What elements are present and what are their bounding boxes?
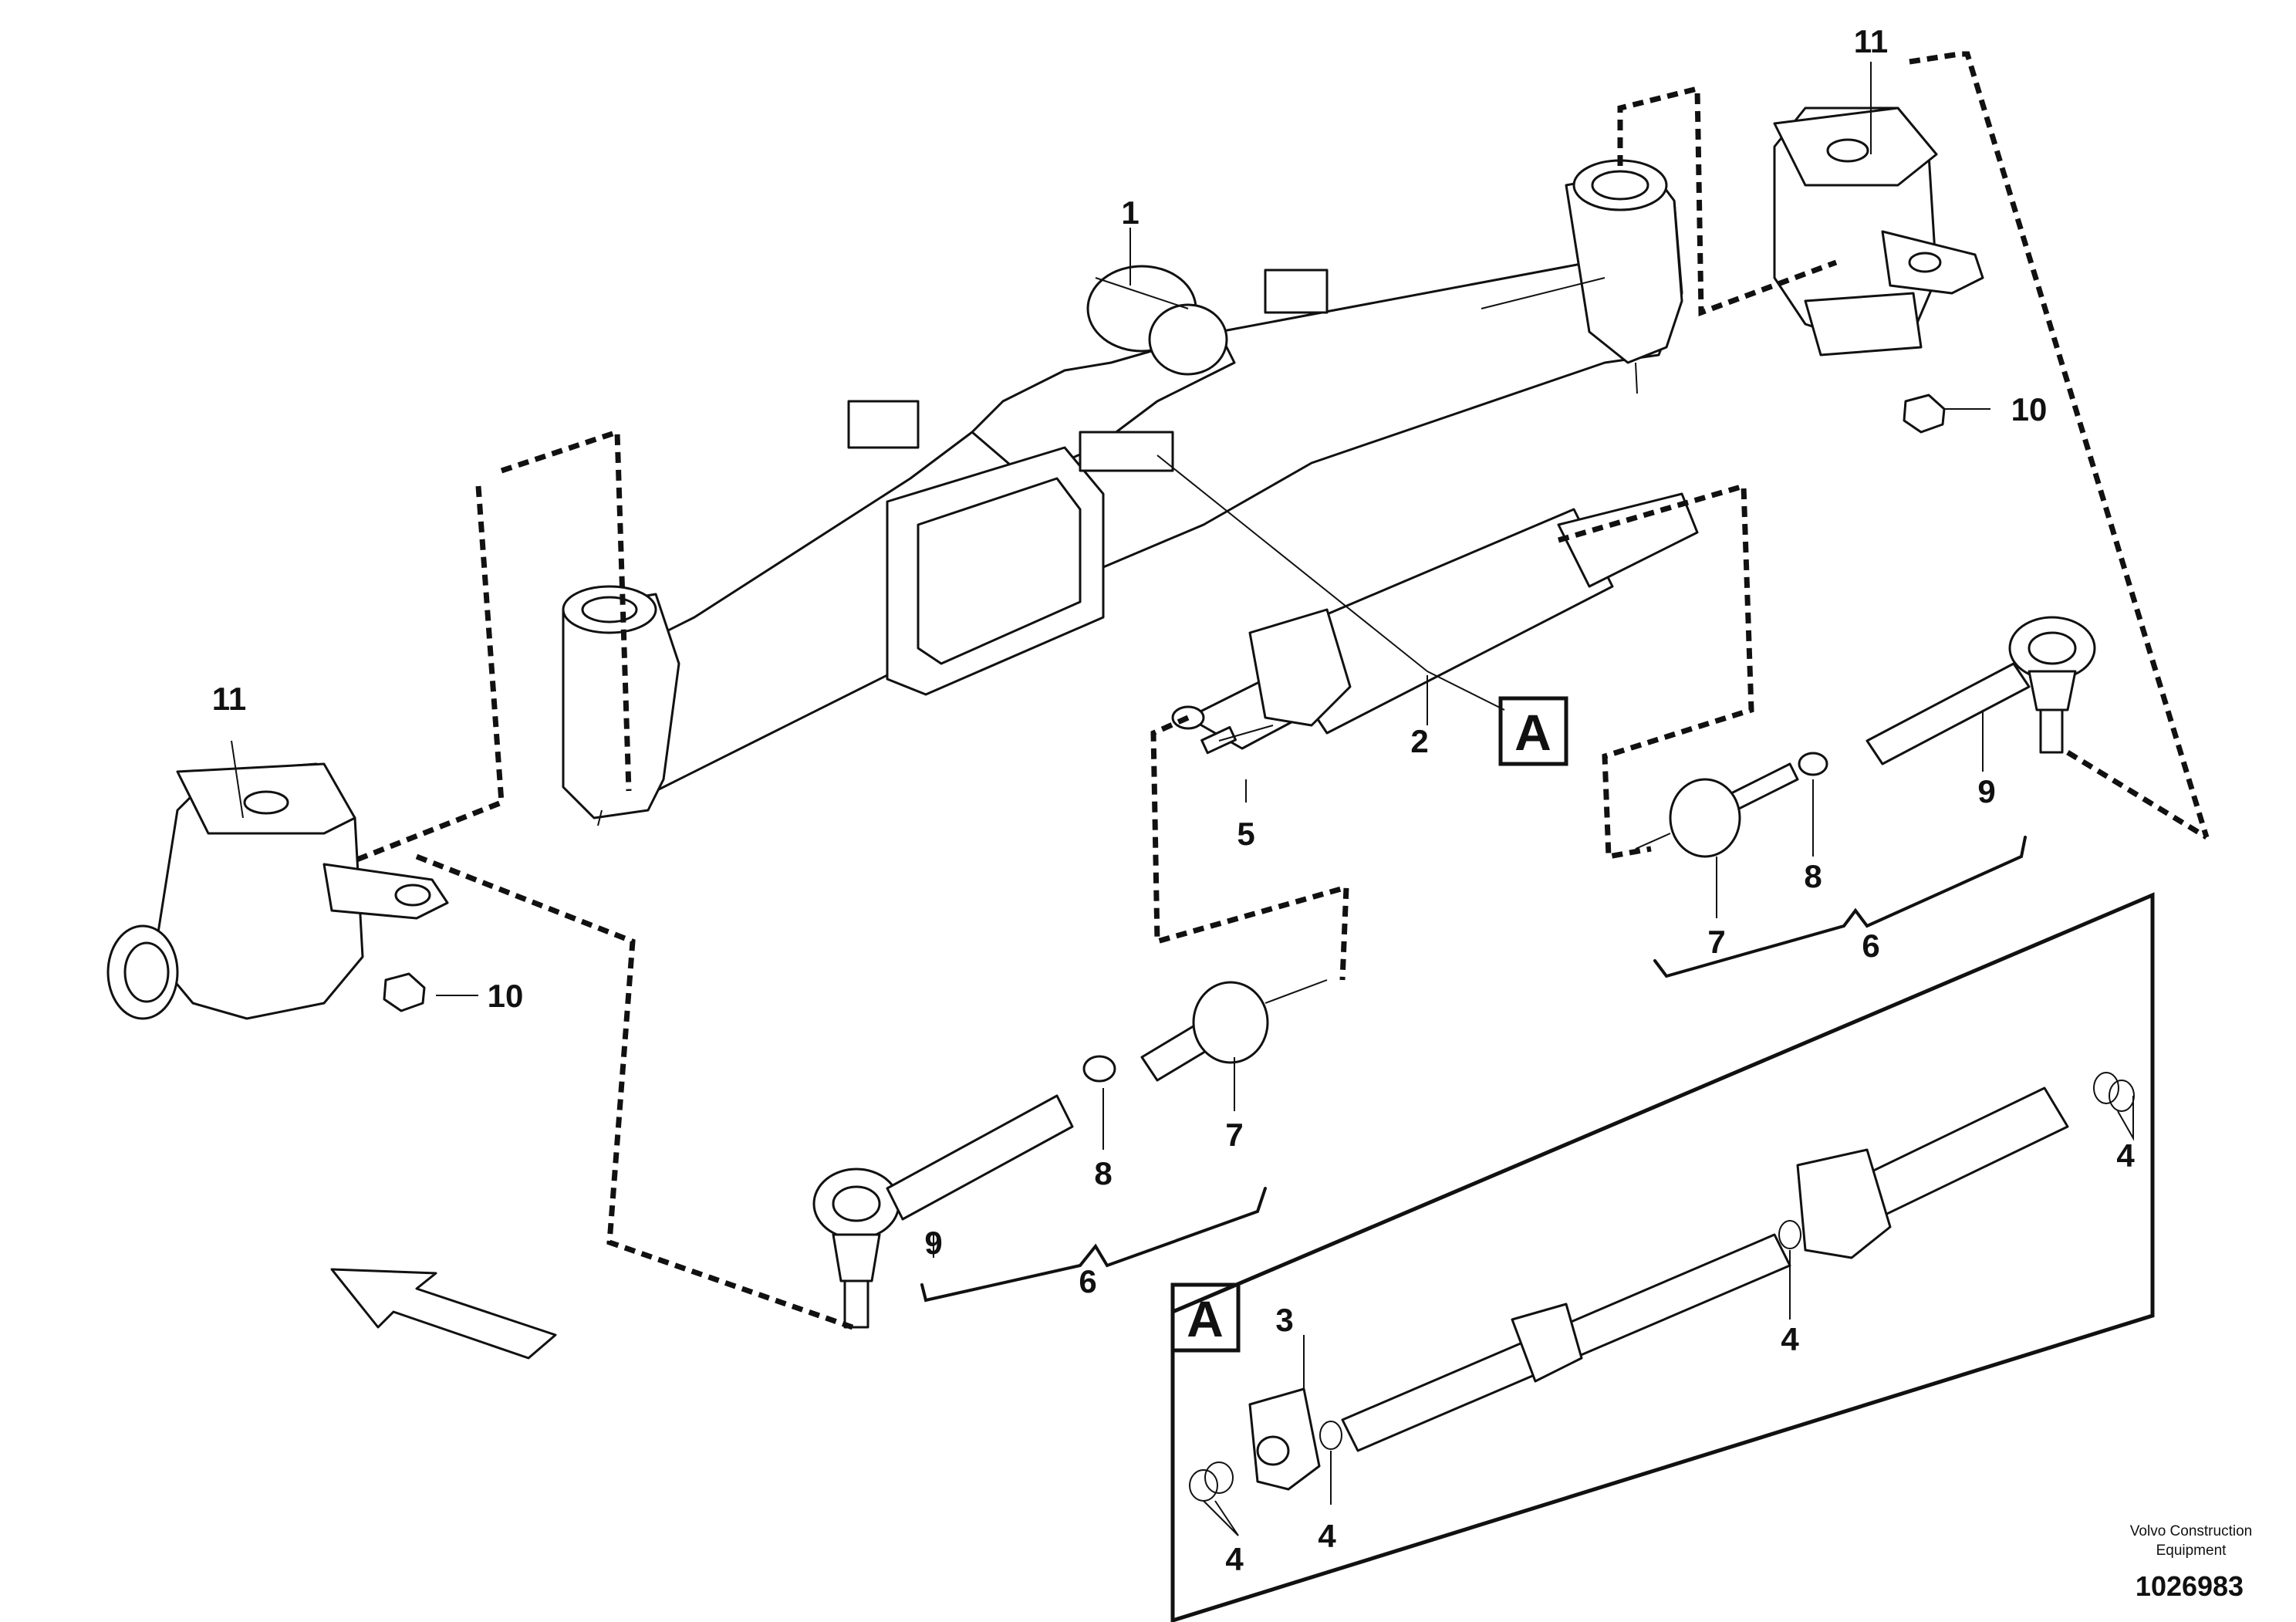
tie-rod-assembly-left	[812, 979, 1328, 1329]
callout-6-left: 6	[1079, 1263, 1096, 1299]
brace-right	[1653, 836, 2027, 978]
callout-9-right: 9	[1977, 773, 1995, 809]
leader-lines	[231, 62, 2134, 1536]
callout-2: 2	[1410, 723, 1428, 759]
detail-a-frame	[1170, 892, 2155, 1622]
detail-a-box-inset	[1170, 1282, 1241, 1353]
callout-10-left: 10	[488, 978, 524, 1014]
nut-right	[1903, 394, 1946, 434]
callout-8-right: 8	[1804, 858, 1822, 894]
brace-left	[920, 1187, 1267, 1303]
callout-4-mid: 4	[1781, 1321, 1799, 1357]
callout-11-right: 11	[1854, 23, 1888, 59]
steering-knuckle-left	[106, 762, 449, 1020]
callout-7-right: 7	[1707, 924, 1725, 960]
steering-knuckle-right	[1773, 106, 1984, 357]
detail-a-label: A	[1187, 1290, 1224, 1347]
callout-5: 5	[1237, 816, 1254, 852]
direction-arrow	[330, 1268, 557, 1360]
callout-7-left: 7	[1225, 1117, 1243, 1153]
document-number: 1026983	[2136, 1570, 2244, 1602]
detail-a-ref-label: A	[1514, 704, 1551, 761]
credit-line-1: Volvo Construction	[2130, 1523, 2252, 1539]
callout-11-left: 11	[212, 681, 246, 717]
credit-line-2: Equipment	[2156, 1543, 2227, 1559]
callout-1: 1	[1121, 194, 1139, 231]
callout-8-left: 8	[1094, 1155, 1112, 1191]
tie-rod-assembly-right	[1635, 616, 2096, 858]
callouts: 1 2 3 4 4 4 4 4 5 6 6 7 7 8 8 9 9 10 10 …	[212, 23, 2136, 1577]
steering-cylinder	[1171, 492, 1699, 755]
detail-a-cylinder	[1189, 1072, 2135, 1502]
detail-a-box-ref	[1498, 696, 1568, 766]
dashed-guide-lines	[353, 51, 2210, 1330]
callout-9-left: 9	[924, 1225, 942, 1261]
callout-4-bottom-left: 4	[1225, 1541, 1244, 1577]
callout-6-right: 6	[1862, 928, 1879, 964]
callout-4-top-right: 4	[2116, 1137, 2135, 1174]
callout-3: 3	[1275, 1302, 1293, 1338]
nut-left	[383, 972, 426, 1012]
callout-10-right: 10	[2011, 391, 2048, 427]
callout-4-bottom-center: 4	[1318, 1518, 1336, 1554]
